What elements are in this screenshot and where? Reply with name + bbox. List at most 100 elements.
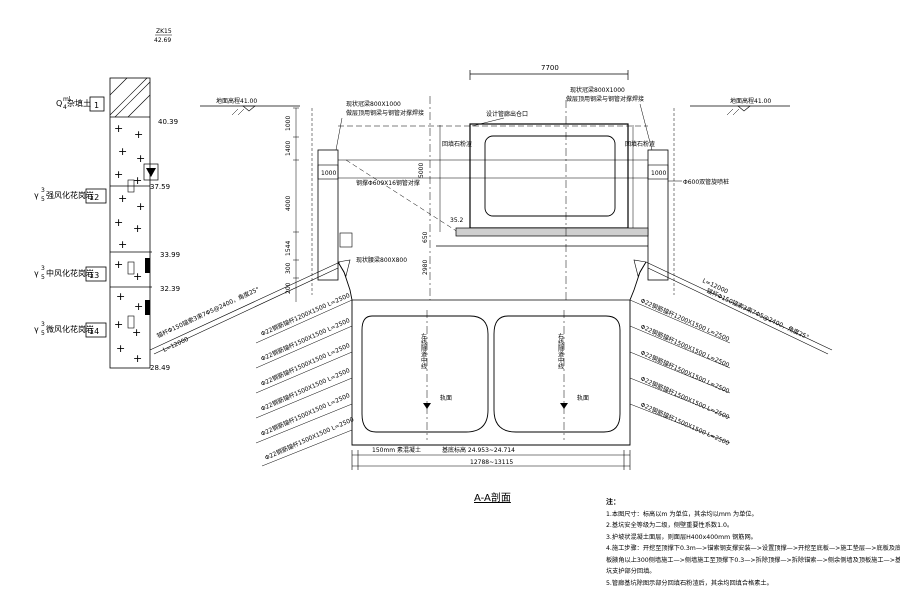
- svg-text:+: +: [118, 145, 127, 158]
- svg-text:3: 3: [41, 187, 45, 194]
- svg-text:+: +: [133, 222, 142, 235]
- svg-text:200: 200: [285, 282, 292, 294]
- svg-text:+: +: [133, 270, 142, 283]
- svg-text:1: 1: [94, 101, 99, 110]
- left-l12000: L=12000: [162, 336, 190, 354]
- svg-text:+: +: [116, 290, 125, 303]
- borehole-column: ZK15 42.69 ++ ++ ++ ++ ++ + ++ ++ ++ ++: [34, 28, 180, 372]
- granite-pattern: ++ ++ ++ ++ ++ + ++ ++ ++ ++: [114, 122, 145, 365]
- layer-3-elev: 33.99: [160, 251, 180, 259]
- ground-elev-left: 地面高程41.00: [216, 97, 257, 105]
- right-tunnel-centerline: 右线隧道中线: [557, 332, 564, 369]
- svg-text:γ: γ: [34, 269, 39, 278]
- svg-text:强风化花岗岩: 强风化花岗岩: [46, 190, 94, 200]
- right-nail-1: Φ22钢筋锚杆1200X1500 L=2500: [639, 297, 731, 344]
- svg-text:1400: 1400: [285, 141, 292, 156]
- svg-text:3: 3: [41, 265, 45, 272]
- pile-label-right: Φ600双管旋喷桩: [683, 178, 729, 186]
- left-anchor-label: 锚杆Φ150锚索3束7Φ5@2400，角度25°: [155, 285, 260, 340]
- note-item: 1.本图尺寸：标高以m 为单位，其余均以mm 为单位。: [606, 510, 758, 518]
- right-nail-3: Φ22钢筋锚杆1500X1500 L=2500: [639, 349, 731, 396]
- strut-label: 钢撑Φ609X16钢管对撑: [356, 179, 420, 187]
- layer-4-elev: 32.39: [160, 285, 180, 293]
- notes-heading: 注：: [606, 498, 620, 506]
- svg-text:微风化花岗岩: 微风化花岗岩: [46, 324, 94, 334]
- waist-beam-label: 现状腰梁800X800: [356, 256, 407, 264]
- note-item: 板腋角以上300侧墙施工—>侧墙施工至顶撑下0.3—>拆除顶撑—>拆除锚索—>侧…: [606, 556, 900, 564]
- svg-text:+: +: [114, 318, 123, 331]
- svg-text:+: +: [134, 300, 143, 313]
- note-item: 4.施工步骤：开挖至顶撑下0.3m—>锚索钢支撑安装—>设置顶撑—>开挖至底板—…: [606, 545, 900, 552]
- svg-text:+: +: [114, 168, 123, 181]
- backfill-left: 回填石粉渣: [442, 140, 472, 148]
- svg-text:杂填土: 杂填土: [67, 98, 91, 108]
- left-nail-2: Φ22钢筋锚杆1500X1500 L=2500: [260, 316, 352, 363]
- svg-text:5: 5: [41, 330, 45, 337]
- column-top-code: ZK15: [156, 28, 172, 35]
- right-nail-4: Φ22钢筋锚杆1500X1500 L=2500: [639, 375, 731, 422]
- dim-2980: 2980: [422, 260, 429, 275]
- backfill-right: 回填石粉渣: [625, 140, 655, 148]
- svg-text:+: +: [116, 342, 125, 355]
- left-tunnel-centerline: 左线隧道中线: [420, 332, 427, 369]
- left-soil-nails: [255, 299, 353, 467]
- right-nail-5: Φ22钢筋锚杆1500X1500 L=2500: [639, 401, 731, 448]
- bottom-elev: 28.49: [150, 364, 170, 372]
- svg-text:+: +: [136, 200, 145, 213]
- svg-text:4: 4: [63, 104, 67, 111]
- right-soil-nails: [629, 299, 731, 444]
- dim-1000-right: 1000: [651, 170, 666, 177]
- svg-text:3: 3: [41, 321, 45, 328]
- svg-text:+: +: [114, 216, 123, 229]
- beam-label-left: 现状冠梁800X1000: [346, 100, 401, 108]
- left-nail-6: Φ22钢筋锚杆1500X1500 L=2500: [264, 415, 356, 462]
- svg-text:+: +: [114, 258, 123, 271]
- note-item: 2.基坑安全等级为二级，侧壁重要性系数1.0。: [606, 522, 734, 529]
- svg-text:+: +: [132, 326, 141, 339]
- svg-text:1544: 1544: [285, 241, 292, 256]
- svg-text:中风化花岗岩: 中风化花岗岩: [46, 268, 94, 278]
- right-nail-2: Φ22钢筋锚杆1500X1500 L=2500: [639, 323, 731, 370]
- svg-text:γ: γ: [34, 191, 39, 200]
- svg-text:+: +: [134, 128, 143, 141]
- pipe-shaft-label: 设计管廊出仓口: [486, 110, 528, 118]
- layer-label-4: γ3 5 微风化花岗岩 14: [34, 321, 107, 338]
- svg-text:γ: γ: [34, 325, 39, 334]
- dim-650: 650: [422, 231, 429, 243]
- base-elevation: 基底标高 24.953~24.714: [442, 446, 515, 454]
- svg-text:14: 14: [89, 327, 99, 336]
- svg-text:13: 13: [89, 271, 99, 280]
- ground-elev-right: 地面高程41.00: [730, 97, 771, 105]
- svg-text:+: +: [136, 152, 145, 165]
- svg-text:+: +: [118, 192, 127, 205]
- layer-label-2: γ3 5 强风化花岗岩 12: [34, 187, 107, 204]
- left-nail-4: Φ22钢筋锚杆1500X1500 L=2500: [260, 366, 352, 413]
- svg-text:12: 12: [89, 193, 99, 202]
- section-title: A-A剖面: [474, 493, 511, 504]
- left-nail-3: Φ22钢筋锚杆1500X1500 L=2500: [260, 341, 352, 388]
- note-item: 5.管廊基坑除图示部分回填石粉渣后，其余均回填合格素土。: [606, 579, 773, 587]
- svg-text:+: +: [133, 352, 142, 365]
- svg-text:300: 300: [285, 262, 292, 274]
- note-item: 3.护坡状混凝土面层，则面层H400x400mm 钢筋网。: [606, 533, 757, 541]
- notes-block: 注： 1.本图尺寸：标高以m 为单位，其余均以mm 为单位。 2.基坑安全等级为…: [606, 497, 900, 589]
- bottom-total-width: 12788~13115: [470, 459, 513, 466]
- svg-text:1000: 1000: [285, 116, 292, 131]
- dim-1000-left: 1000: [321, 170, 336, 177]
- svg-text:5: 5: [41, 196, 45, 203]
- note-item: 坑支护部分回填。: [606, 568, 656, 575]
- svg-text:4000: 4000: [285, 196, 292, 211]
- svg-text:+: +: [133, 174, 142, 187]
- layer-label-3: γ3 5 中风化花岗岩 13: [34, 265, 107, 282]
- section-drawing: 7700 地面高程41.00 地面高程41.00 1000 1000 1000 …: [149, 64, 833, 470]
- svg-text:5: 5: [41, 274, 45, 281]
- cushion-label: 150mm 素混凝土: [372, 446, 421, 454]
- beam-note-left: 做层顶用钢梁与钢管对撑焊接: [346, 109, 424, 117]
- layer-1-elev: 40.39: [158, 118, 178, 126]
- left-nail-5: Φ22钢筋锚杆1500X1500 L=2500: [260, 391, 352, 438]
- rail-right: 轨面: [577, 394, 589, 402]
- column-top-elev: 42.69: [154, 37, 171, 44]
- slope-value: 35.2: [450, 217, 464, 224]
- layer-2-elev: 37.59: [150, 183, 170, 191]
